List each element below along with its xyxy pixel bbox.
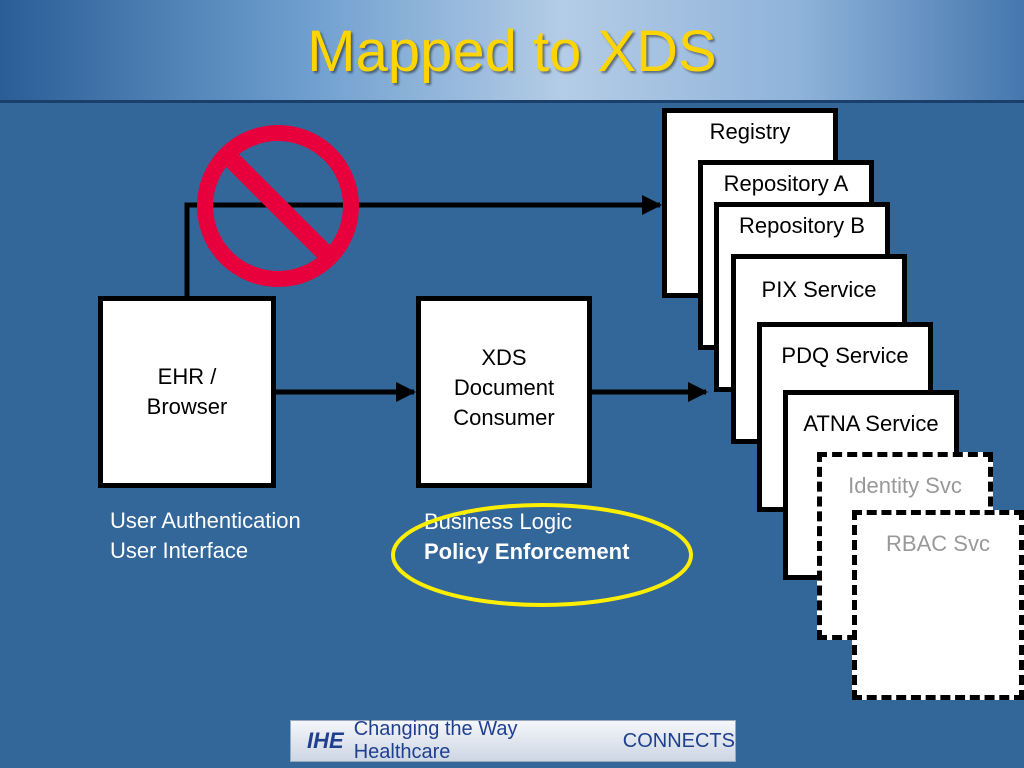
pix-service-label: PIX Service [761, 277, 877, 302]
footer-tagline: Changing the Way Healthcare [353, 718, 518, 763]
xds-line-1: XDS [481, 345, 527, 370]
xds-caption: Business Logic Policy Enforcement [424, 507, 629, 567]
ehr-browser-text: EHR / Browser [147, 362, 228, 422]
slide-title: Mapped to XDS [307, 19, 717, 84]
registry-label: Registry [709, 119, 791, 144]
ehr-caption: User Authentication User Interface [110, 506, 301, 566]
rbac-svc-label: RBAC Svc [886, 531, 990, 556]
rbac-svc-box: RBAC Svc [852, 510, 1024, 700]
policy-highlight-ellipse [391, 503, 693, 607]
pdq-service-label: PDQ Service [781, 343, 909, 368]
ehr-line-1: EHR / [157, 364, 217, 389]
footer-connects: CONNECTS [622, 729, 735, 752]
xds-caption-line-2: Policy Enforcement [424, 539, 630, 564]
ehr-caption-line-1: User Authentication [110, 508, 301, 533]
header-divider [0, 100, 1024, 103]
xds-line-2: Document [453, 375, 555, 400]
footer-banner: IHE Changing the Way Healthcare CONNECTS [290, 718, 736, 763]
identity-svc-label: Identity Svc [848, 473, 962, 498]
xds-line-3: Consumer [453, 405, 555, 430]
xds-consumer-box: XDS Document Consumer [416, 296, 592, 488]
xds-caption-line-1: Business Logic [424, 509, 572, 534]
xds-consumer-text: XDS Document Consumer [453, 343, 554, 433]
direct-access-line [184, 195, 662, 296]
ehr-browser-box: EHR / Browser [98, 296, 276, 488]
repository-b-label: Repository B [739, 213, 865, 238]
ehr-line-2: Browser [146, 394, 228, 419]
repository-a-label: Repository A [723, 171, 849, 196]
prohibition-icon [197, 125, 359, 287]
ehr-caption-line-2: User Interface [110, 538, 249, 563]
ihe-logo-icon: IHE [307, 728, 344, 753]
atna-service-label: ATNA Service [803, 411, 939, 436]
header-banner [0, 0, 1024, 100]
